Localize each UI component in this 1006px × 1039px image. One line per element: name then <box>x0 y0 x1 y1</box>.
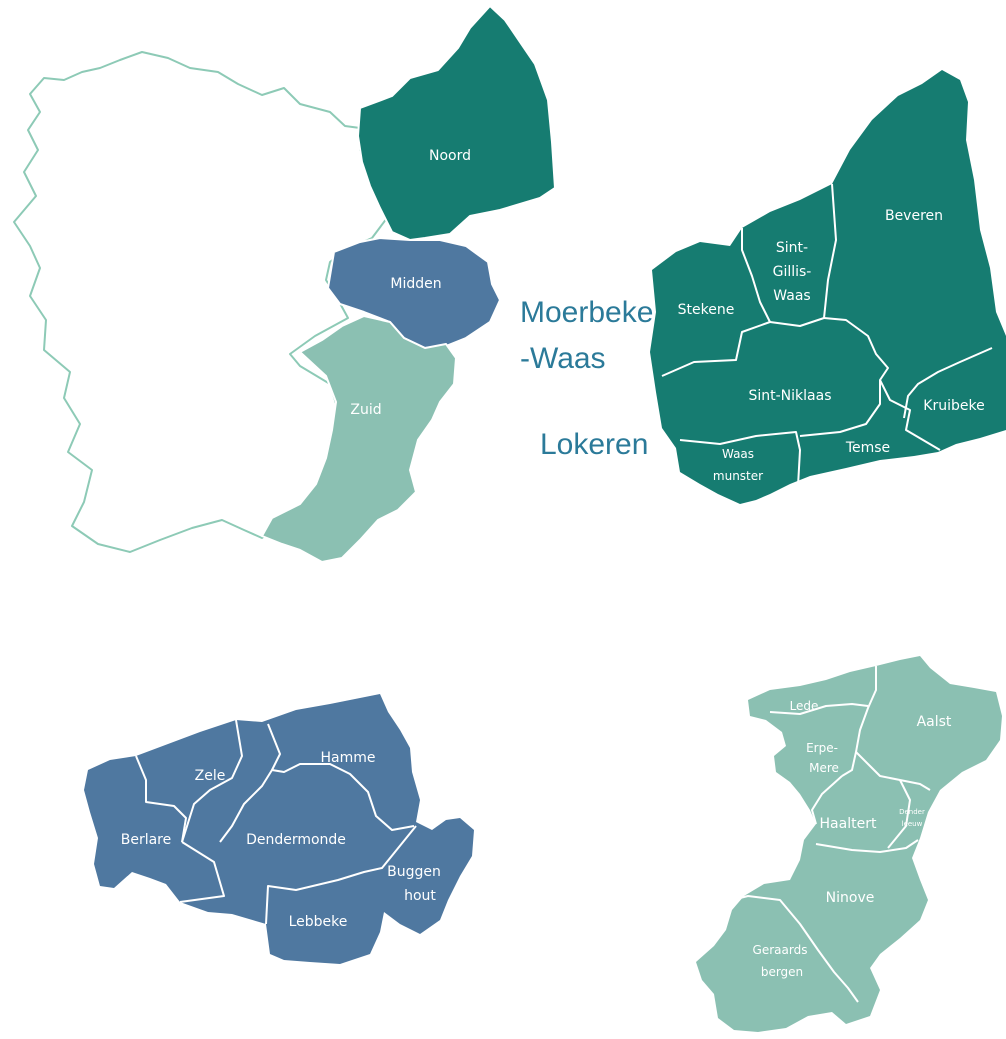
label-buggenhout-2: hout <box>404 888 436 904</box>
midden-detail-map: Zele Hamme Berlare Dendermonde Buggen ho… <box>84 694 474 964</box>
noord-detail-map: Stekene Sint- Gillis- Waas Beveren Sint-… <box>650 70 1006 504</box>
region-noord[interactable] <box>357 5 556 241</box>
label-lokeren: Lokeren <box>540 428 648 461</box>
label-sint-gillis-2: Gillis- <box>773 264 812 280</box>
label-geraardsbergen-2: bergen <box>761 965 803 979</box>
label-denderleeuw-2: leeuw <box>902 820 923 828</box>
label-berlare: Berlare <box>121 832 172 848</box>
label-stekene: Stekene <box>678 302 735 318</box>
label-kruibeke: Kruibeke <box>923 398 984 414</box>
label-waasmunster-2: munster <box>713 469 763 483</box>
zuid-region-fill <box>696 656 1002 1032</box>
label-aalst: Aalst <box>917 714 952 730</box>
label-geraardsbergen-1: Geraards <box>753 943 808 957</box>
label-moerbeke-2: -Waas <box>520 342 606 375</box>
municipality-borders <box>661 183 993 487</box>
overlay-labels: Moerbeke -Waas Lokeren <box>520 296 653 461</box>
label-zuid: Zuid <box>350 402 381 418</box>
label-lede: Lede <box>790 699 819 713</box>
label-sint-gillis-1: Sint- <box>776 240 808 256</box>
province-outline <box>13 51 391 553</box>
municipality-borders <box>731 666 931 1003</box>
label-moerbeke-1: Moerbeke <box>520 296 653 329</box>
overview-map: Noord Midden Zuid <box>13 5 556 563</box>
label-lebbeke: Lebbeke <box>289 914 348 930</box>
label-beveren: Beveren <box>885 208 943 224</box>
label-hamme: Hamme <box>321 750 376 766</box>
region-midden[interactable] <box>327 237 501 349</box>
label-sint-niklaas: Sint-Niklaas <box>748 388 831 404</box>
label-ninove: Ninove <box>826 890 875 906</box>
midden-region-fill <box>84 694 474 964</box>
municipality-borders <box>135 719 417 925</box>
label-waasmunster-1: Waas <box>722 447 754 461</box>
label-denderleeuw-1: Dender <box>899 808 925 816</box>
label-sint-gillis-3: Waas <box>773 288 810 304</box>
label-zele: Zele <box>195 768 226 784</box>
label-midden: Midden <box>390 276 441 292</box>
label-noord: Noord <box>429 148 471 164</box>
label-temse: Temse <box>845 440 890 456</box>
label-buggenhout-1: Buggen <box>387 864 441 880</box>
label-haaltert: Haaltert <box>820 816 877 832</box>
label-erpe-mere-1: Erpe- <box>806 741 838 755</box>
zuid-detail-map: Lede Aalst Erpe- Mere Haaltert Dender le… <box>696 656 1002 1032</box>
region-zuid[interactable] <box>261 315 457 563</box>
label-dendermonde: Dendermonde <box>246 832 346 848</box>
label-erpe-mere-2: Mere <box>809 761 839 775</box>
